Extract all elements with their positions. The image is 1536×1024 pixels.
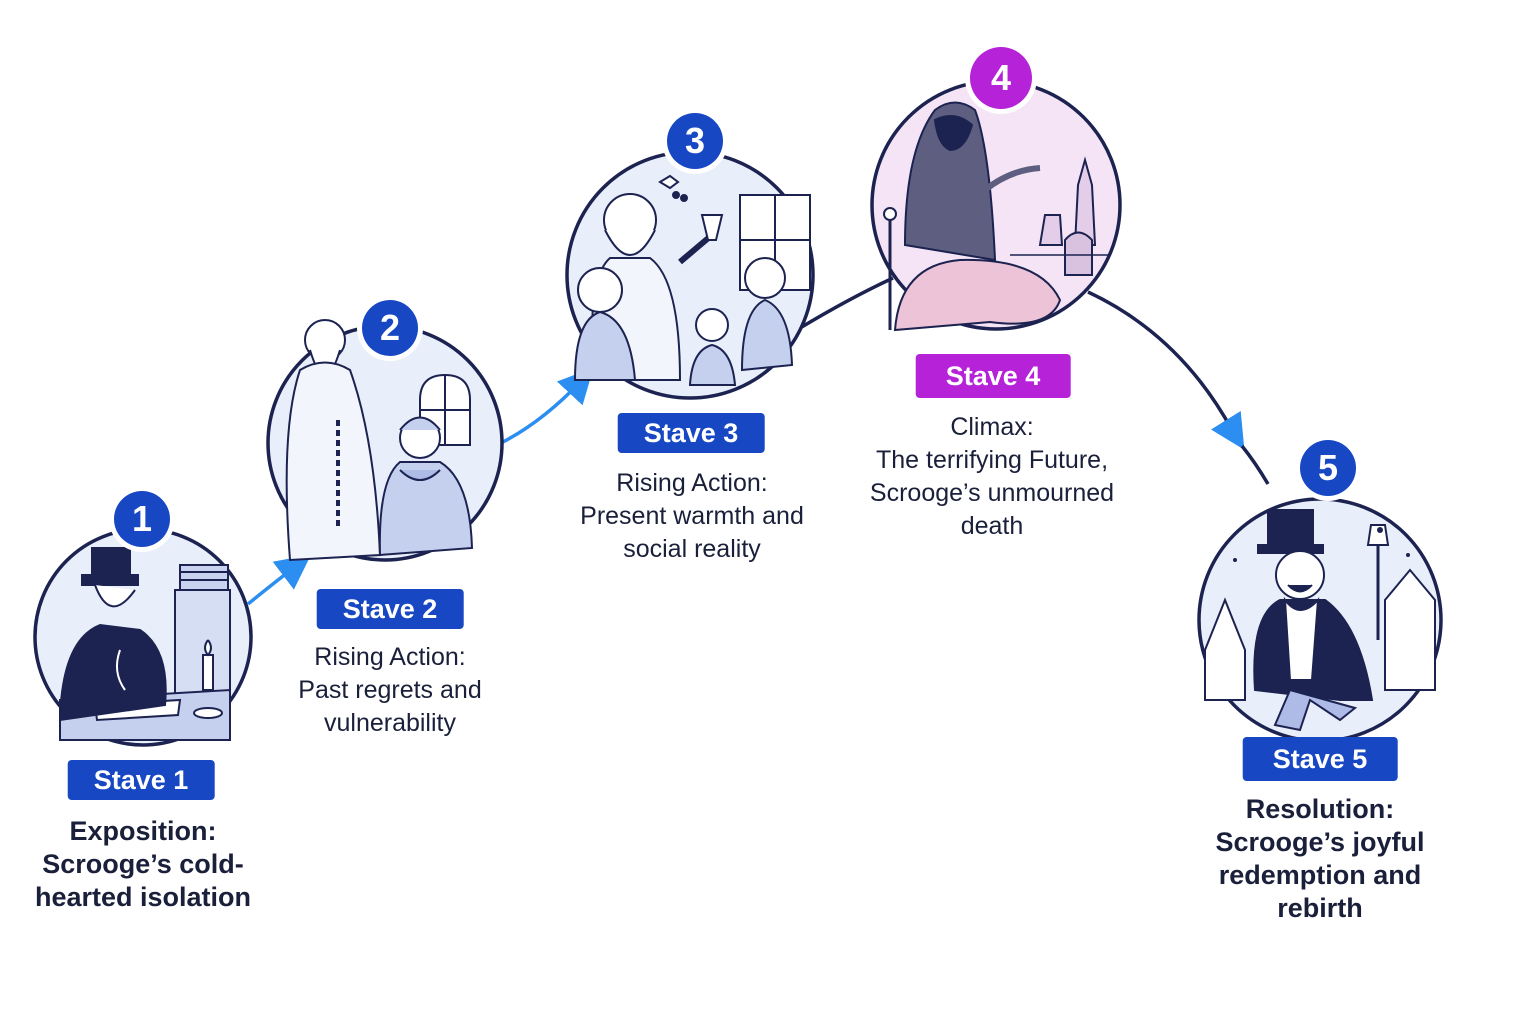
stave-caption-2: Rising Action: Past regrets and vulnerab… — [280, 641, 500, 740]
stave-description-5: Scrooge’s joyful redemption and rebirth — [1215, 827, 1425, 923]
stave-label-3: Stave 3 — [617, 413, 765, 453]
stave-caption-1: Exposition: Scrooge’s cold-hearted isola… — [33, 815, 253, 914]
stave-number-3: 3 — [667, 113, 723, 169]
stave-description-3: Present warmth and social reality — [580, 502, 804, 563]
joyful-scrooge-tipping-hat-icon — [1204, 509, 1436, 732]
connector-2-3 — [502, 367, 594, 444]
stave-caption-4: Climax: The terrifying Future, Scrooge’s… — [847, 411, 1137, 543]
connector-3-4 — [799, 276, 894, 330]
stave-label-2: Stave 2 — [316, 589, 464, 629]
stave-label-4: Stave 4 — [915, 354, 1071, 398]
vignette-5 — [1197, 497, 1443, 743]
vignette-1 — [33, 527, 253, 747]
hooded-ghost-pointing-at-grave-icon — [883, 101, 1110, 332]
stave-phase-4: Climax: — [950, 413, 1034, 441]
stave-caption-5: Resolution: Scrooge’s joyful redemption … — [1200, 793, 1440, 925]
stave-description-1: Scrooge’s cold-hearted isolation — [34, 849, 252, 912]
stave-number-5: 5 — [1300, 440, 1356, 496]
connector-4-5 — [1087, 290, 1234, 431]
scrooge-at-desk-with-candle-icon — [58, 547, 231, 741]
connector-4-5-tail — [1240, 444, 1270, 485]
connector-4-5-arrow — [1211, 410, 1245, 450]
stave-label-5: Stave 5 — [1242, 737, 1398, 781]
stave-number-2: 2 — [362, 300, 418, 356]
ghost-with-chain-and-young-scrooge-icon — [285, 319, 474, 562]
stave-number-4: 4 — [970, 47, 1032, 109]
stave-number-1: 1 — [114, 491, 170, 547]
vignette-3 — [565, 150, 815, 400]
connector-1-2 — [246, 554, 312, 606]
stave-phase-3: Rising Action: — [616, 469, 768, 497]
stave-phase-5: Resolution: — [1245, 794, 1395, 824]
vignette-4 — [870, 79, 1122, 332]
ghost-of-present-with-cratchit-family-icon — [573, 174, 811, 386]
stave-phase-2: Rising Action: — [314, 643, 466, 671]
stave-label-1: Stave 1 — [67, 760, 215, 800]
stave-description-4: The terrifying Future, Scrooge’s unmourn… — [869, 446, 1115, 540]
stave-description-2: Past regrets and vulnerability — [298, 676, 482, 737]
stave-phase-1: Exposition: — [69, 816, 217, 846]
stave-caption-3: Rising Action: Present warmth and social… — [572, 467, 812, 566]
vignette-2 — [266, 319, 504, 562]
